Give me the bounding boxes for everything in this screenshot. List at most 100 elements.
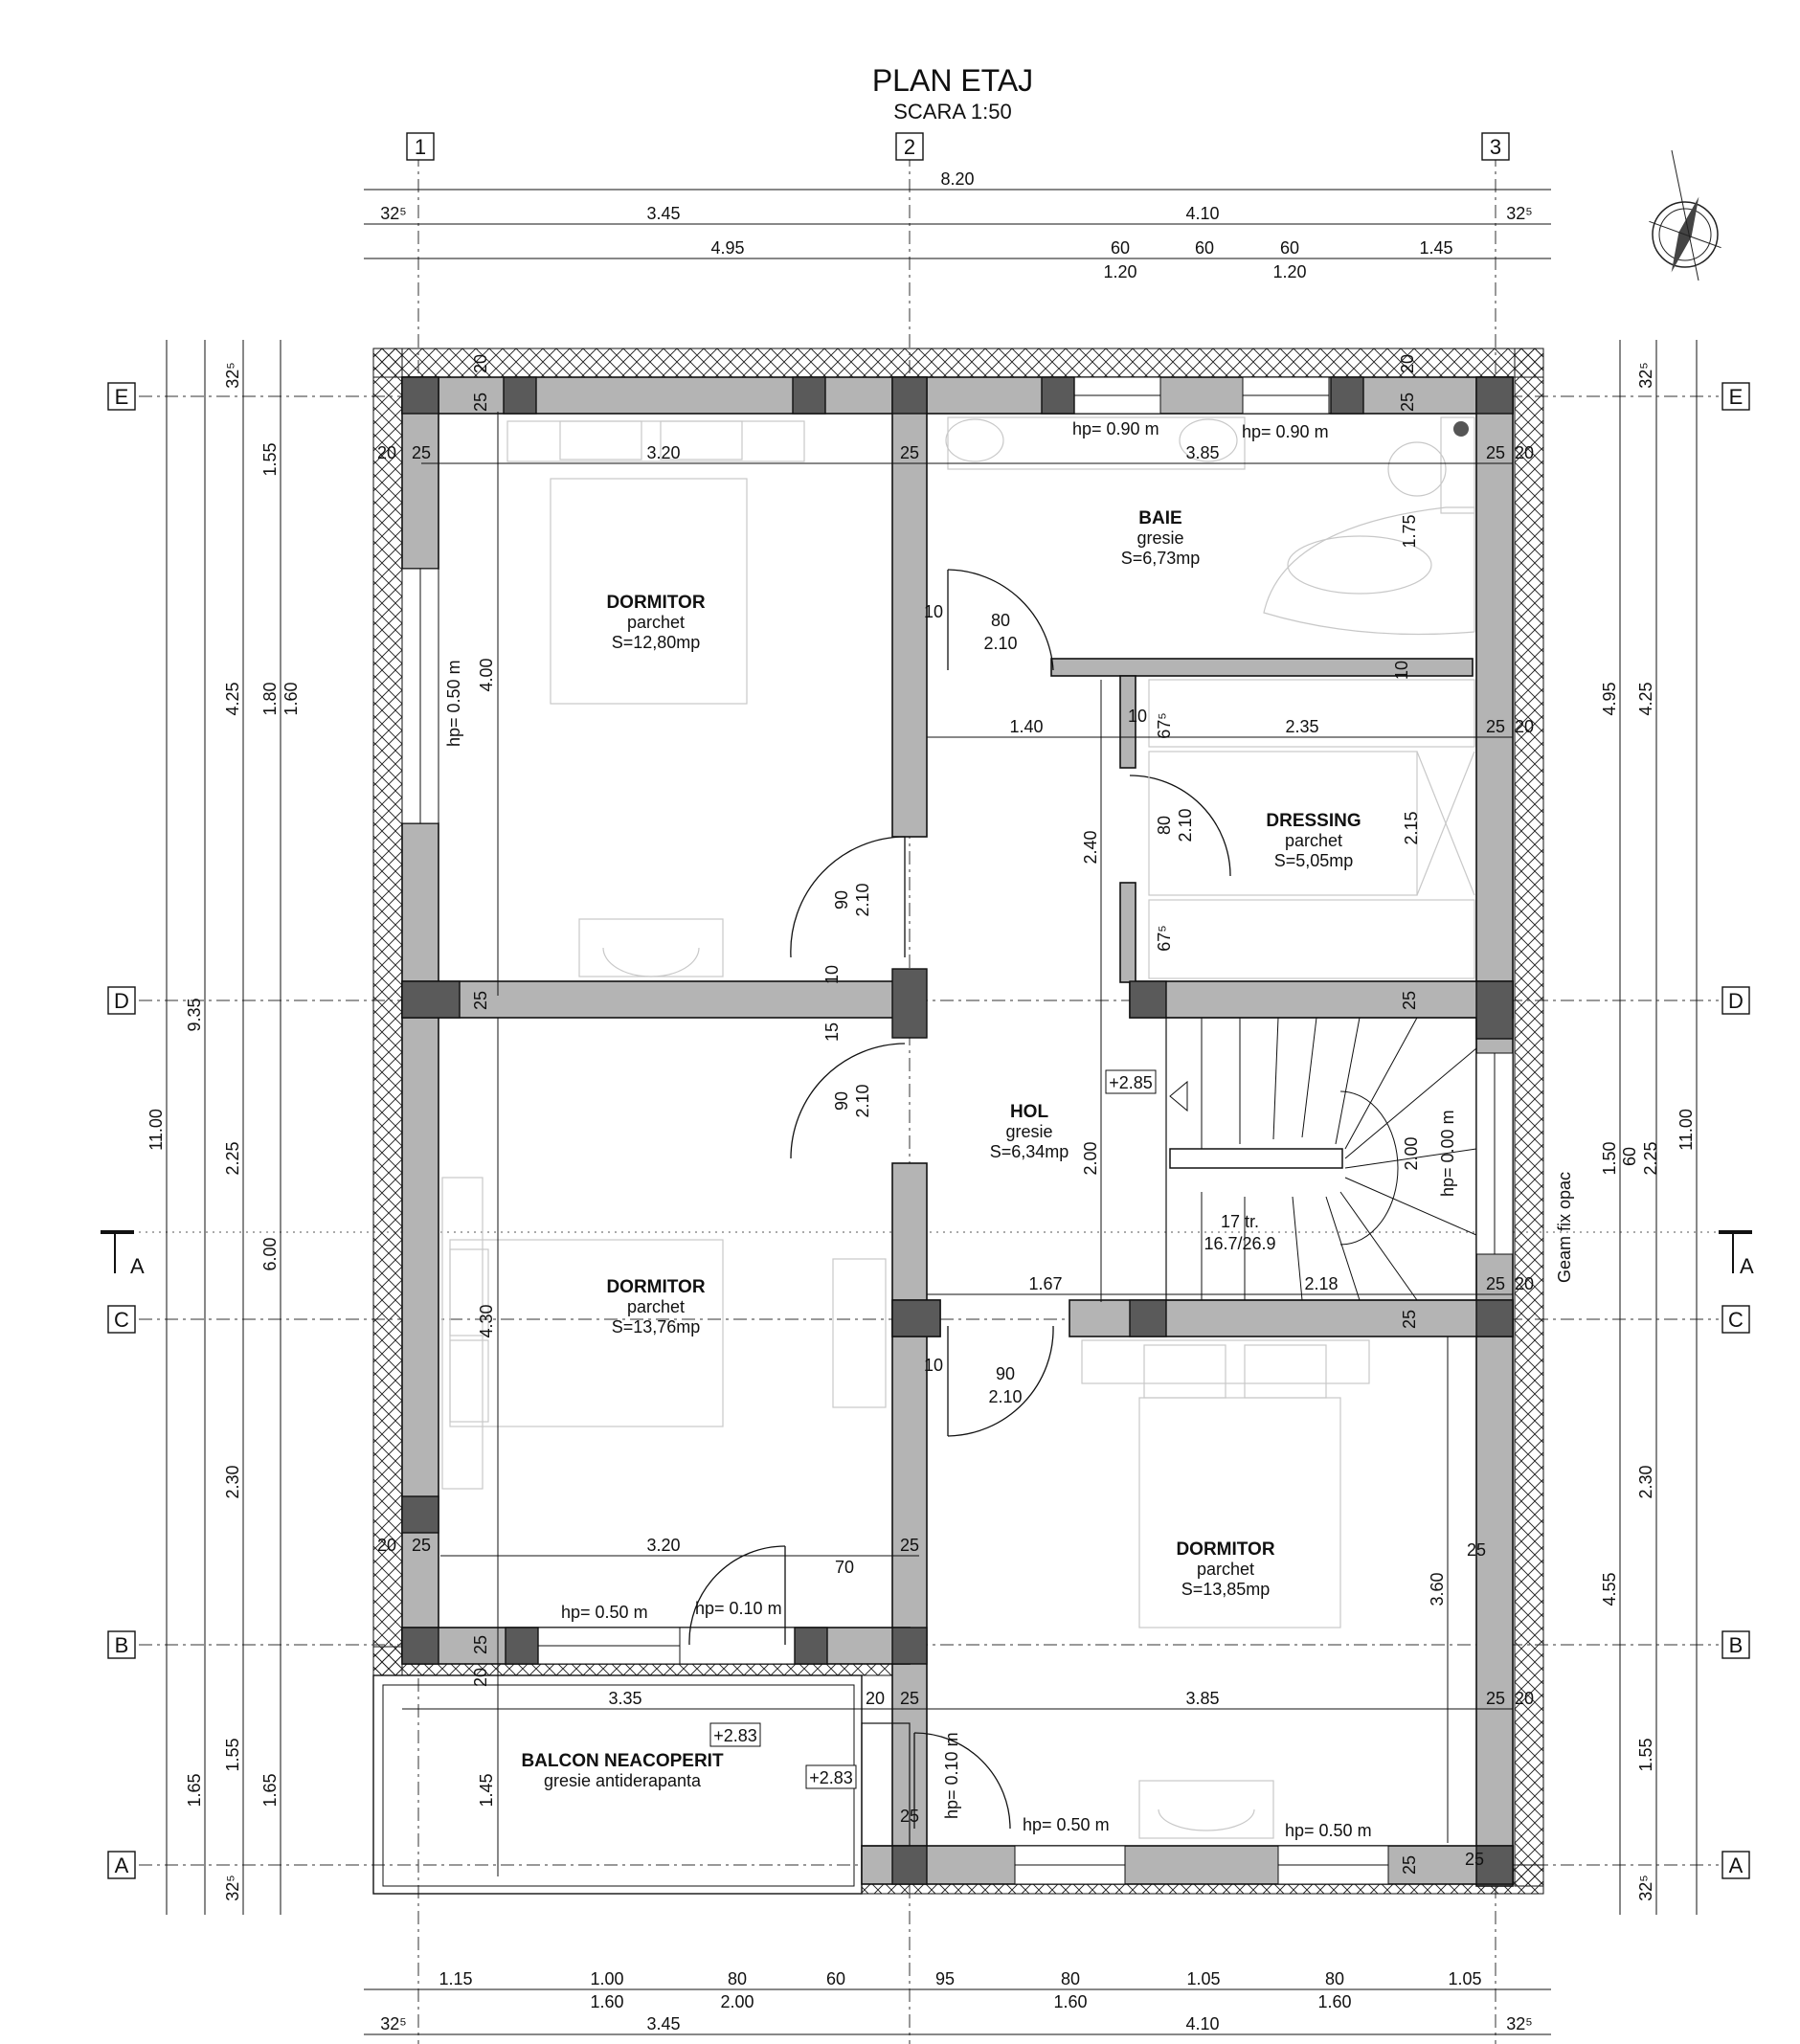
svg-text:1.60: 1.60 [1053, 1992, 1087, 2011]
svg-text:25: 25 [1486, 443, 1505, 462]
plan-scale: SCARA 1:50 [893, 100, 1012, 124]
svg-text:67⁵: 67⁵ [1155, 925, 1174, 951]
svg-text:32⁵: 32⁵ [1636, 362, 1655, 388]
axis-label-c-left: C [107, 1305, 136, 1334]
svg-text:80: 80 [1061, 1969, 1080, 1988]
svg-text:2.25: 2.25 [223, 1141, 242, 1175]
svg-text:2.10: 2.10 [853, 883, 872, 916]
svg-text:32⁵: 32⁵ [380, 204, 406, 223]
room-label-dressing: DRESSING parchet S=5,05mp [1266, 811, 1361, 870]
svg-text:hp= 0.90 m: hp= 0.90 m [1072, 419, 1159, 438]
axis-label-2: 2 [895, 132, 924, 161]
svg-text:20: 20 [1398, 354, 1417, 373]
svg-text:20: 20 [1515, 717, 1534, 736]
svg-text:25: 25 [1486, 1689, 1505, 1708]
svg-text:parchet: parchet [627, 613, 685, 632]
svg-text:DORMITOR: DORMITOR [606, 1277, 705, 1297]
dims-left: 11.00 9.35 1.65 4.25 2.25 2.30 1.55 1.55… [146, 340, 301, 1915]
svg-text:3.45: 3.45 [646, 2014, 680, 2033]
svg-text:parchet: parchet [627, 1297, 685, 1316]
plan-title: PLAN ETAJ [872, 63, 1033, 98]
svg-text:1.45: 1.45 [477, 1773, 496, 1807]
svg-text:hp= 0.10 m: hp= 0.10 m [695, 1599, 782, 1618]
svg-text:60: 60 [826, 1969, 845, 1988]
svg-text:32⁵: 32⁵ [1506, 2014, 1532, 2033]
room-label-balcon: BALCON NEACOPERIT gresie antiderapanta [521, 1751, 724, 1790]
svg-text:60: 60 [1620, 1147, 1639, 1166]
stair-steps: 17 tr. [1221, 1212, 1259, 1231]
svg-text:3.60: 3.60 [1428, 1572, 1447, 1606]
svg-text:10: 10 [822, 965, 842, 984]
svg-text:20: 20 [377, 1536, 396, 1555]
svg-text:11.00: 11.00 [1676, 1109, 1696, 1151]
svg-text:2.25: 2.25 [1641, 1141, 1660, 1175]
svg-text:1.15: 1.15 [439, 1969, 472, 1988]
svg-text:HOL: HOL [1010, 1102, 1049, 1122]
svg-text:1.75: 1.75 [1400, 514, 1419, 548]
svg-text:1.65: 1.65 [185, 1773, 204, 1807]
svg-text:15: 15 [822, 1022, 842, 1042]
svg-text:A: A [1729, 1853, 1744, 1877]
svg-text:A: A [115, 1853, 129, 1877]
svg-text:C: C [114, 1308, 129, 1332]
svg-text:DORMITOR: DORMITOR [606, 593, 705, 613]
svg-text:10: 10 [924, 1356, 943, 1375]
svg-text:4.95: 4.95 [710, 238, 744, 258]
dims-top: 8.20 32⁵ 3.45 4.10 32⁵ 4.95 60 60 60 1.4… [364, 169, 1551, 281]
room-label-dormitor-2: DORMITOR parchet S=13,76mp [606, 1277, 705, 1336]
svg-text:E: E [1729, 385, 1744, 409]
svg-text:2: 2 [904, 135, 915, 159]
svg-text:3.20: 3.20 [646, 443, 680, 462]
svg-text:80: 80 [1325, 1969, 1344, 1988]
dims-bottom: 1.15 1.00 80 60 95 80 1.05 80 1.05 1.60 … [364, 1969, 1551, 2035]
svg-text:S=12,80mp: S=12,80mp [612, 633, 701, 652]
svg-text:32⁵: 32⁵ [1636, 1875, 1655, 1900]
svg-text:32⁵: 32⁵ [1506, 204, 1532, 223]
svg-text:1.80: 1.80 [260, 682, 280, 715]
svg-text:hp= 0.50 m: hp= 0.50 m [444, 660, 463, 747]
svg-text:3.85: 3.85 [1185, 443, 1219, 462]
svg-text:80: 80 [728, 1969, 747, 1988]
svg-text:25: 25 [1486, 717, 1505, 736]
svg-text:3.20: 3.20 [646, 1536, 680, 1555]
svg-text:1.40: 1.40 [1009, 717, 1043, 736]
svg-text:11.00: 11.00 [146, 1109, 166, 1151]
svg-text:BAIE: BAIE [1138, 508, 1181, 528]
svg-text:10: 10 [924, 602, 943, 621]
axis-label-3: 3 [1481, 132, 1510, 161]
svg-text:4.00: 4.00 [477, 658, 496, 691]
room-label-dormitor-3: DORMITOR parchet S=13,85mp [1176, 1539, 1274, 1599]
svg-text:20: 20 [471, 354, 490, 373]
svg-text:1.00: 1.00 [590, 1969, 623, 1988]
furniture [441, 416, 1475, 1839]
svg-text:32⁵: 32⁵ [223, 1875, 242, 1900]
axis-label-b-left: B [107, 1630, 136, 1659]
glass-note: Geam fix opac [1555, 1172, 1574, 1283]
svg-text:B: B [1729, 1633, 1744, 1657]
svg-text:60: 60 [1195, 238, 1214, 258]
svg-text:1.55: 1.55 [260, 442, 280, 476]
svg-text:20: 20 [1515, 443, 1534, 462]
svg-text:DORMITOR: DORMITOR [1176, 1539, 1274, 1560]
svg-text:60: 60 [1280, 238, 1299, 258]
svg-text:S=5,05mp: S=5,05mp [1274, 851, 1354, 870]
svg-text:90: 90 [996, 1364, 1015, 1383]
svg-text:25: 25 [900, 1536, 919, 1555]
room-label-baie: BAIE gresie S=6,73mp [1121, 508, 1201, 568]
dims-interior: 3.20 3.85 1.40 2.35 1.67 2.18 3.20 3.35 … [402, 412, 1513, 1876]
svg-text:2.00: 2.00 [720, 1992, 754, 2011]
svg-text:D: D [114, 989, 129, 1013]
svg-text:32⁵: 32⁵ [223, 362, 242, 388]
svg-text:70: 70 [835, 1558, 854, 1577]
svg-text:4.30: 4.30 [477, 1304, 496, 1337]
axis-label-1: 1 [406, 132, 435, 161]
svg-text:hp= 0.50 m: hp= 0.50 m [1285, 1821, 1372, 1840]
section-marker-right: A [1719, 1230, 1754, 1278]
door-swings [688, 569, 1231, 1847]
svg-text:+2.85: +2.85 [1109, 1073, 1153, 1092]
svg-text:60: 60 [1111, 238, 1130, 258]
windows [401, 376, 1514, 1885]
svg-text:DRESSING: DRESSING [1266, 811, 1361, 831]
svg-text:3: 3 [1490, 135, 1501, 159]
